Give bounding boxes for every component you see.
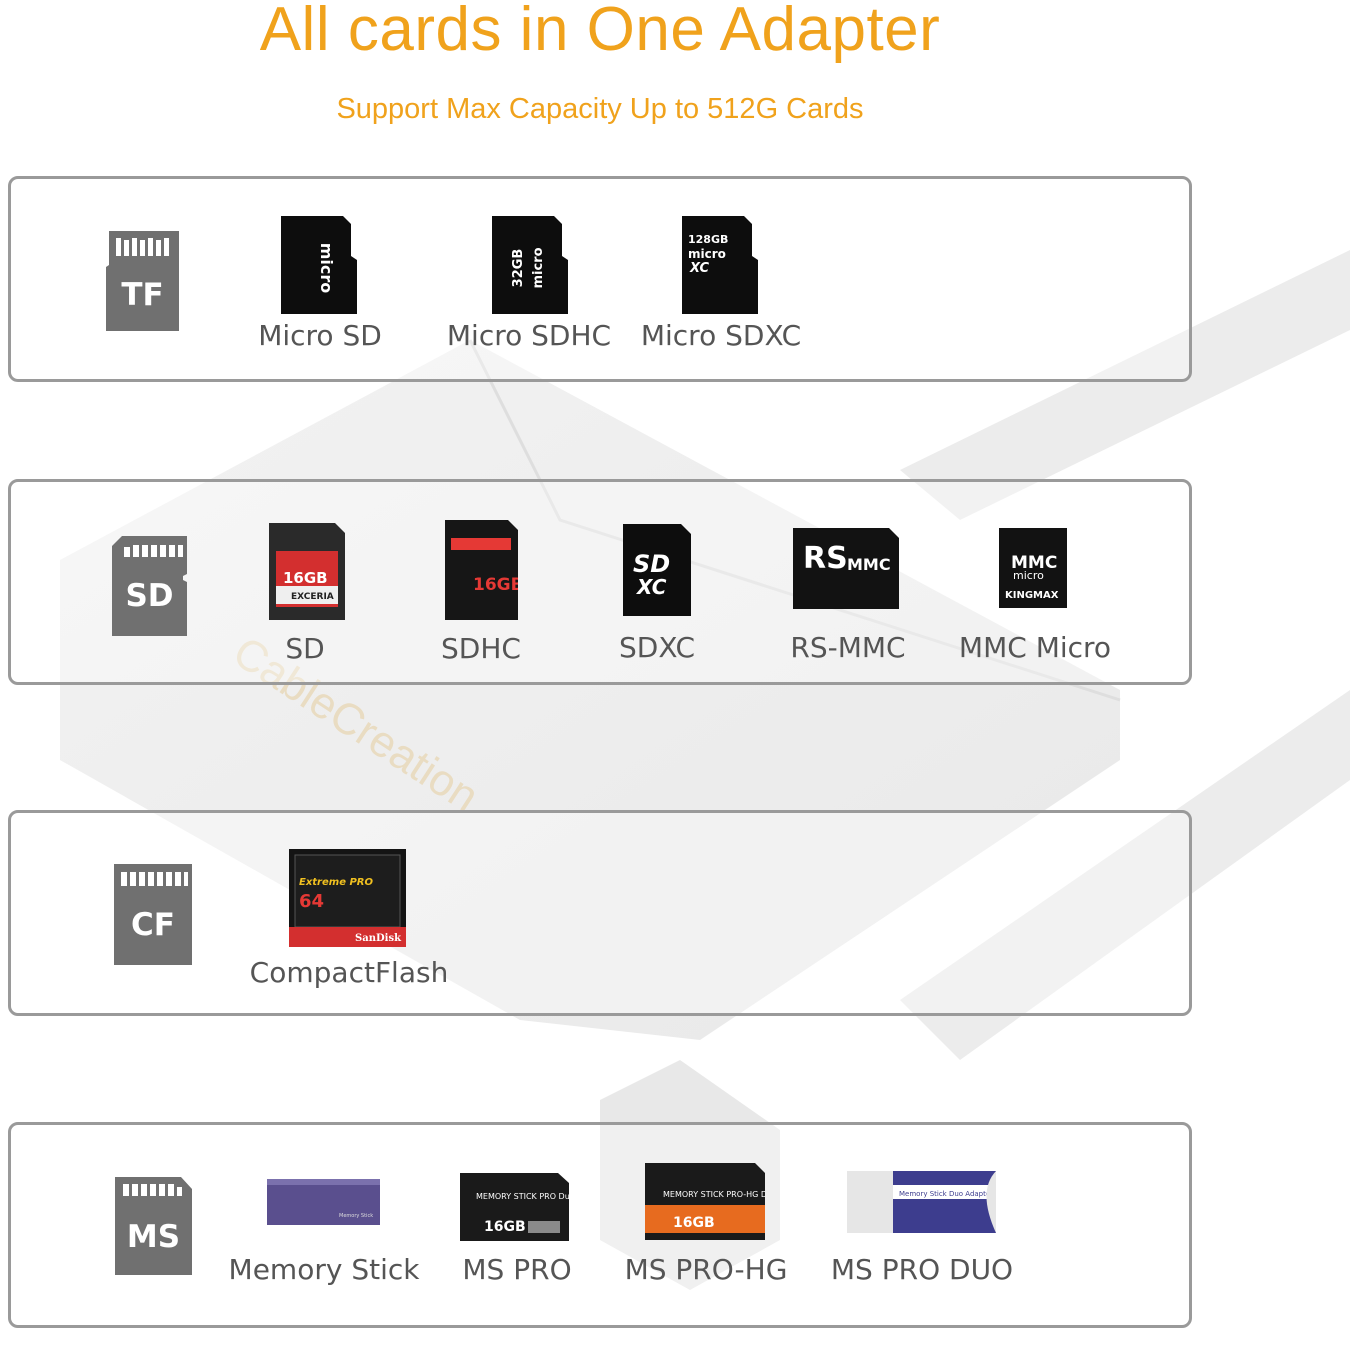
sd-card-group: SD 16GB EXCERIA SD 16GB SDHC SD XC SDXC … [8,479,1192,685]
svg-text:MEMORY STICK PRO Duo: MEMORY STICK PRO Duo [476,1192,569,1201]
svg-text:MMC: MMC [1011,553,1057,573]
svg-text:128GB: 128GB [688,233,728,246]
sd-item-label: SD [285,632,325,665]
svg-text:micro: micro [531,247,546,288]
tf-label: TF [121,277,164,313]
micro-sd-label: Micro SD [258,319,382,352]
ms-pro-duo-item-label: MS PRO DUO [830,1253,1014,1286]
svg-text:SD: SD [633,550,670,578]
ms-pro-card-image: MEMORY STICK PRO Duo 16GB [460,1173,569,1241]
svg-text:MMC: MMC [847,555,891,574]
svg-text:64: 64 [299,891,324,912]
ms-pro-hg-item-label: MS PRO-HG [624,1253,788,1286]
sdhc-card-image: 16GB [445,520,518,620]
svg-text:16GB: 16GB [283,569,328,587]
sdhc-item-label: SDHC [441,632,521,665]
ms-card-icon: MS [115,1177,192,1275]
memory-stick-card-image: Memory Stick [267,1179,380,1225]
ms-label: MS [126,1219,181,1255]
compactflash-item-label: CompactFlash [249,956,449,989]
sdxc-card-image: SD XC [623,524,691,616]
ms-pro-duo-card-image: Memory Stick Duo Adaptor [847,1171,996,1233]
cf-label: CF [131,907,175,943]
svg-text:Extreme PRO: Extreme PRO [299,877,373,888]
micro-sdxc-card-image: 128GB micro XC [682,216,758,314]
sd-card-image: 16GB EXCERIA [269,523,345,620]
svg-text:EXCERIA: EXCERIA [291,592,334,602]
svg-text:SanDisk: SanDisk [355,933,402,944]
mmc-micro-item-label: MMC Micro [958,631,1112,664]
cf-card-icon: CF [114,864,192,965]
sd-label: SD [125,578,174,614]
svg-text:MEMORY STICK PRO-HG Duo: MEMORY STICK PRO-HG Duo [663,1190,765,1199]
memory-stick-item-label: Memory Stick [228,1253,420,1286]
micro-sd-card-image: micro [281,216,357,314]
svg-text:XC: XC [689,261,710,276]
svg-text:RS: RS [803,541,848,576]
sd-card-icon: SD [112,536,187,636]
svg-text:XC: XC [635,575,667,599]
svg-text:16GB: 16GB [673,1215,715,1231]
ms-pro-hg-card-image: MEMORY STICK PRO-HG Duo 16GB [645,1163,765,1240]
sdxc-item-label: SDXC [618,631,696,664]
cf-card-group: CF Extreme PRO 64 SanDisk CompactFlash [8,810,1192,1016]
micro-sdxc-label: Micro SDXC [640,319,802,352]
svg-text:16GB: 16GB [473,575,518,595]
svg-text:micro: micro [1013,569,1044,582]
svg-text:micro: micro [688,247,726,261]
page-subtitle: Support Max Capacity Up to 512G Cards [336,93,864,125]
ms-pro-item-label: MS PRO [462,1253,572,1286]
svg-text:KINGMAX: KINGMAX [1005,590,1059,601]
mmc-micro-card-image: MMC micro KINGMAX [999,528,1067,608]
svg-text:Memory Stick Duo Adaptor: Memory Stick Duo Adaptor [899,1190,993,1198]
svg-text:16GB: 16GB [484,1219,526,1235]
ms-card-group: MS Memory Stick Memory Stick MEMORY STIC… [8,1122,1192,1328]
rs-mmc-item-label: RS-MMC [790,631,906,664]
compactflash-card-image: Extreme PRO 64 SanDisk [289,849,406,947]
svg-text:micro: micro [317,243,336,294]
micro-sdhc-label: Micro SDHC [446,319,612,352]
page-title: All cards in One Adapter [259,0,941,64]
tf-card-icon: TF [106,231,179,331]
rs-mmc-card-image: RS MMC [793,528,899,609]
svg-text:32GB: 32GB [511,249,526,288]
svg-text:Memory Stick: Memory Stick [339,1213,373,1219]
tf-card-group: TF micro Micro SD 32GB micro Micro SDHC … [8,176,1192,382]
micro-sdhc-card-image: 32GB micro [492,216,568,314]
